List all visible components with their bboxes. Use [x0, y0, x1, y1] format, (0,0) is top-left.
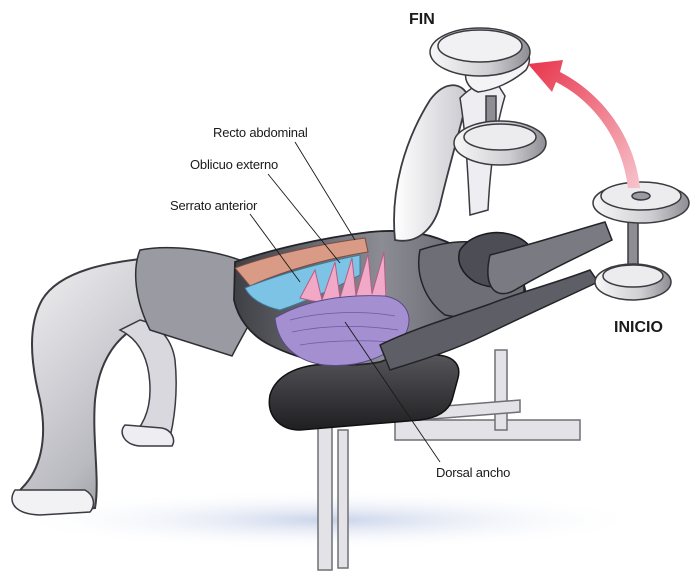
dumbbell-start [592, 181, 690, 301]
motion-arrow-icon [528, 60, 640, 188]
latissimus-dorsi-label: Dorsal ancho [436, 465, 511, 480]
external-oblique-label: Oblicuo externo [190, 157, 279, 172]
arm-start [487, 221, 613, 295]
dumbbell-end [429, 27, 547, 166]
rectus-abdominis-label: Recto abdominal [213, 125, 308, 140]
end-position-label: FIN [409, 11, 435, 28]
start-position-label: INICIO [614, 319, 663, 336]
foot [11, 489, 95, 516]
bench-pad [268, 354, 460, 431]
rear-foot [121, 424, 175, 447]
rectus-abdominis-muscle [234, 237, 369, 287]
serratus-anterior-label: Serrato anterior [170, 198, 258, 213]
leader-lines [249, 141, 441, 463]
arm-end [393, 84, 469, 242]
latissimus-striations [289, 312, 399, 346]
